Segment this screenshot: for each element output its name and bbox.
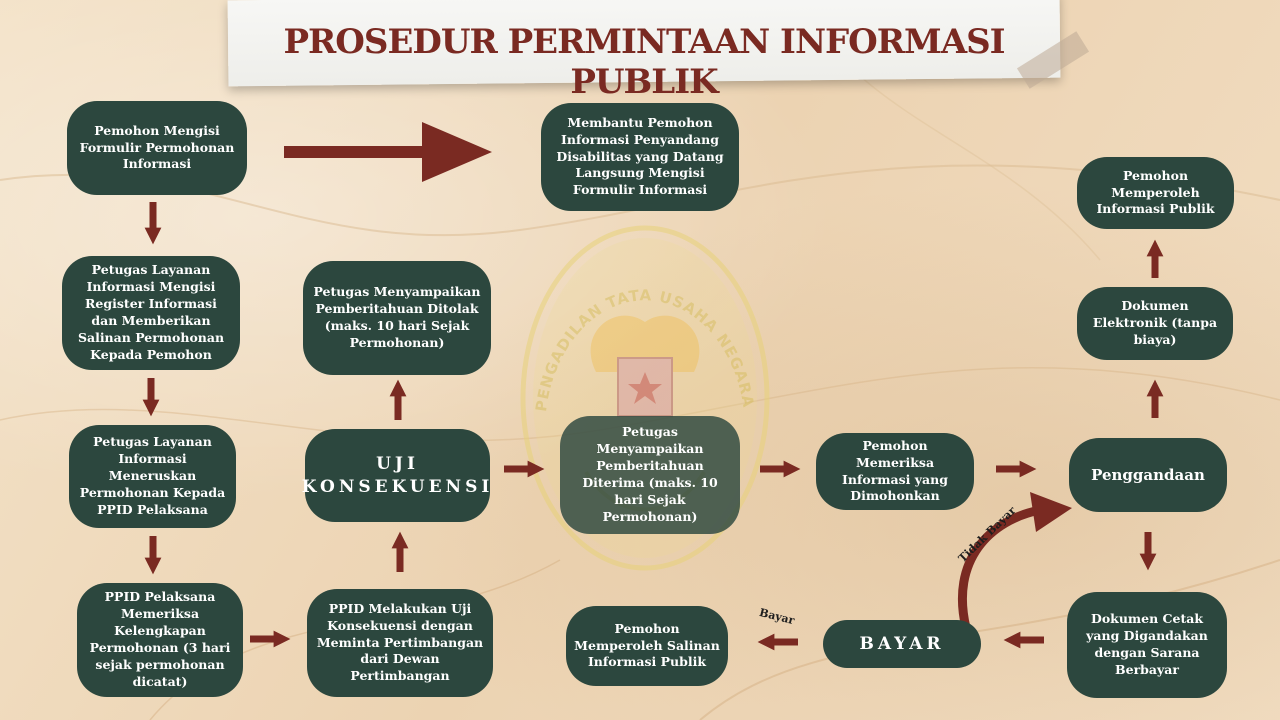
step-forward-ppid: Petugas Layanan Informasi Meneruskan Per… (69, 425, 236, 528)
step-bayar: BAYAR (823, 620, 981, 668)
step-uji-konsekuensi: UJI KONSEKUENSI (302, 429, 490, 522)
page-title: PROSEDUR PERMINTAAN INFORMASI PUBLIK (283, 22, 1005, 102)
step-notice-rejected: Petugas Menyampaikan Pemberitahuan Ditol… (303, 261, 491, 375)
step-assist-disabled: Membantu Pemohon Informasi Penyandang Di… (541, 103, 739, 211)
step-register-info: Petugas Layanan Informasi Mengisi Regist… (62, 256, 240, 370)
step-printed-doc: Dokumen Cetak yang Digandakan dengan Sar… (1067, 592, 1227, 698)
step-duplication: Penggandaan (1069, 438, 1227, 512)
step-check-completeness: PPID Pelaksana Memeriksa Kelengkapan Per… (77, 583, 243, 697)
step-consequence-test: PPID Melakukan Uji Konsekuensi dengan Me… (307, 589, 493, 697)
step-notice-accepted: Petugas Menyampaikan Pemberitahuan Diter… (560, 416, 740, 534)
step-receive-info: Pemohon Memperoleh Informasi Publik (1077, 157, 1234, 229)
step-check-info: Pemohon Memeriksa Informasi yang Dimohon… (816, 433, 974, 510)
arrow-tidak-bayar (957, 505, 1041, 630)
step-fill-form: Pemohon Mengisi Formulir Permohonan Info… (67, 101, 247, 195)
arrow-tidak-bayar-head (1030, 492, 1072, 532)
arrow-s1-s2 (284, 146, 434, 158)
step-receive-copy: Pemohon Memperoleh Salinan Informasi Pub… (566, 606, 728, 686)
step-electronic-doc: Dokumen Elektronik (tanpa biaya) (1077, 287, 1233, 360)
arrow-s1-s2-head (422, 122, 492, 182)
